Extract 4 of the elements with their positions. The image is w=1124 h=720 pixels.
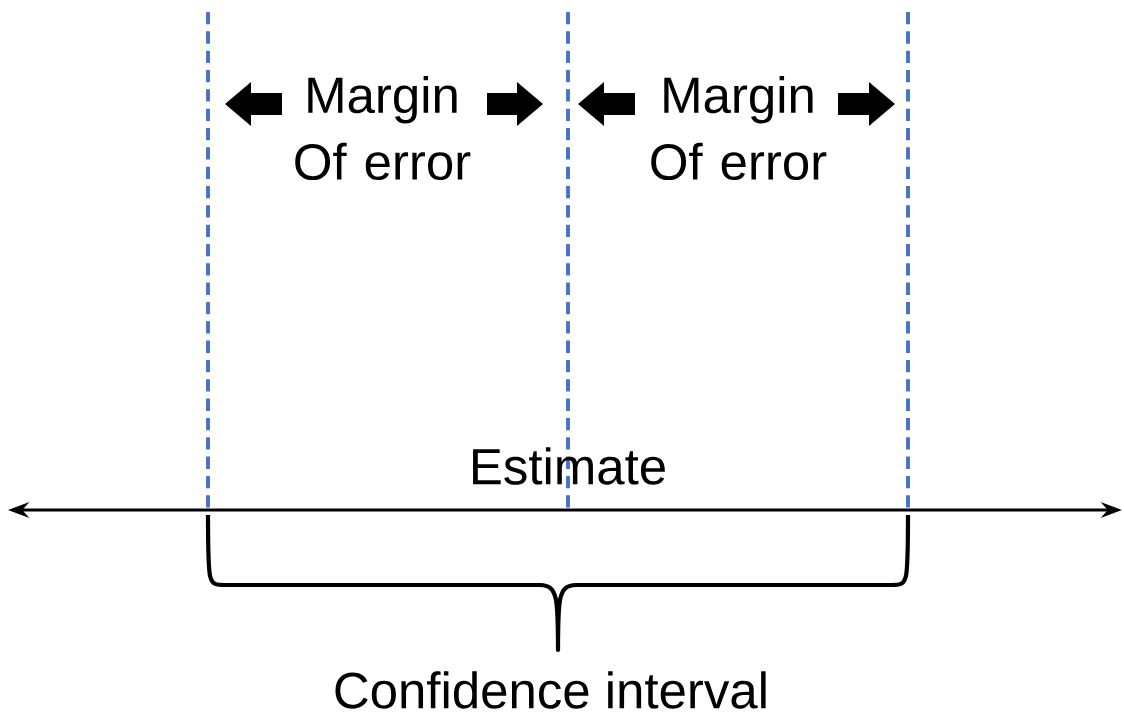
margin-label: Margin Of error (295, 75, 471, 181)
margin-label: Margin Of error (651, 75, 827, 181)
interval-label: Confidence interval (335, 671, 766, 709)
estimate-label: Estimate (473, 447, 665, 485)
